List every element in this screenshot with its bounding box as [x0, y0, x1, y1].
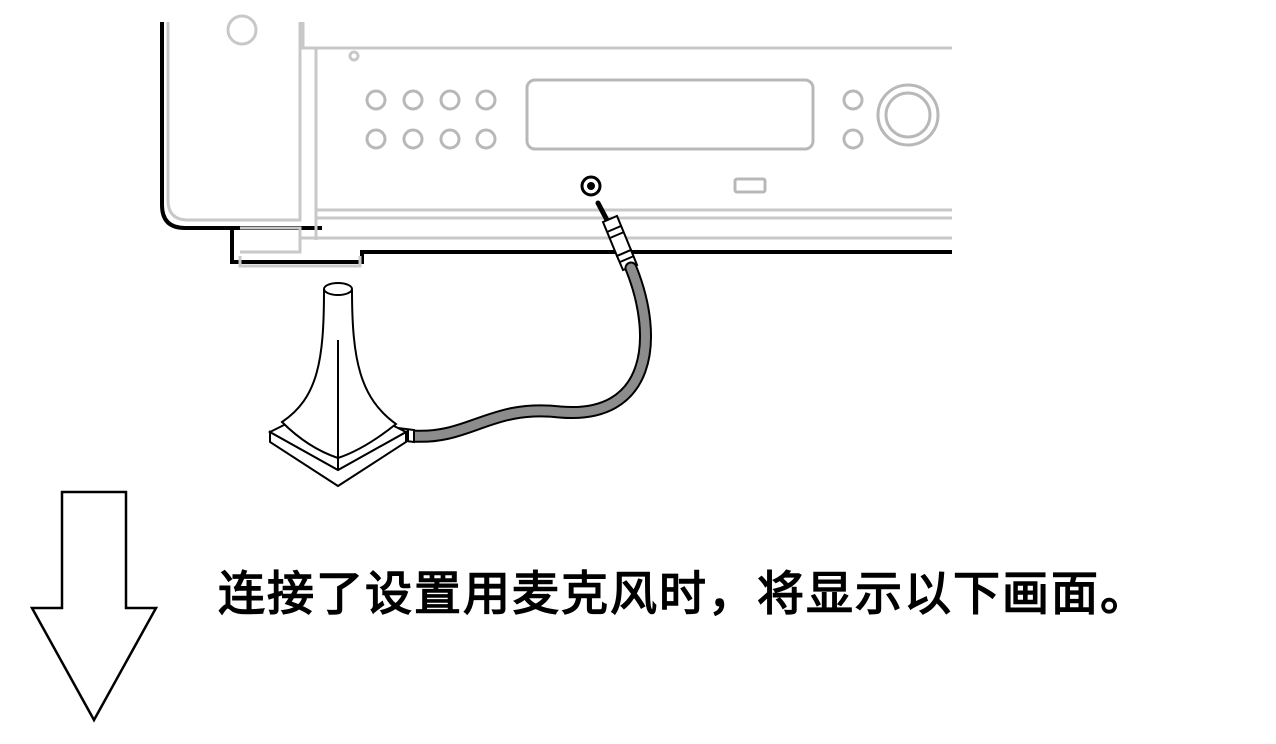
instruction-caption: 连接了设置用麦克风时，将显示以下画面。 — [218, 567, 1149, 622]
receiver-front-panel — [166, 14, 952, 268]
usb-port-icon — [733, 177, 767, 194]
mic-plug — [595, 200, 639, 272]
down-arrow-icon — [29, 490, 159, 723]
panel-button — [842, 89, 864, 111]
panel-button — [365, 89, 387, 111]
mic-jack — [580, 175, 602, 197]
display-window — [525, 78, 815, 151]
panel-button — [475, 128, 497, 150]
panel-button — [475, 89, 497, 111]
panel-button — [365, 128, 387, 150]
front-panel-buttons — [365, 89, 864, 150]
setup-microphone — [267, 282, 409, 488]
receiver-outline — [160, 22, 952, 264]
volume-knob — [876, 83, 940, 147]
panel-button — [439, 128, 461, 150]
panel-button — [402, 128, 424, 150]
panel-button — [402, 89, 424, 111]
panel-button — [842, 128, 864, 150]
panel-button — [439, 89, 461, 111]
mic-cable — [405, 261, 653, 443]
